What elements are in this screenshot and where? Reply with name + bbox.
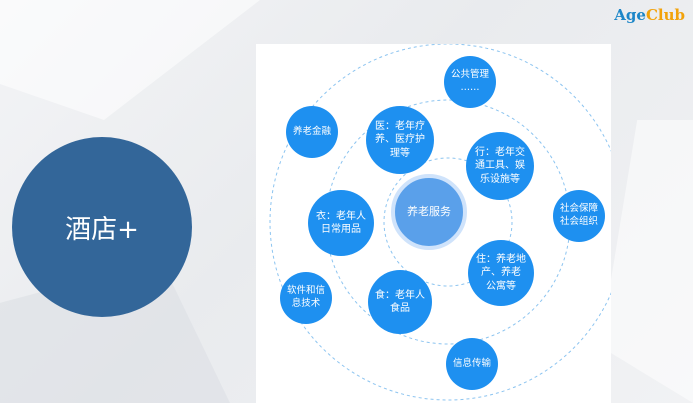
node-housing: 住：养老地 产、养老 公寓等	[468, 240, 534, 306]
inner-ring	[383, 157, 513, 287]
node-software: 软件和信 息技术	[280, 272, 332, 324]
background-shard	[0, 0, 260, 120]
node-public-management: 公共管理 ……	[444, 56, 496, 108]
hotel-plus-label: 酒店+	[65, 214, 139, 245]
elderly-service-diagram: 养老服务 医：老年疗 养、医疗护 理等 行：老年交 通工具、娱 乐设施等 衣：老…	[256, 44, 611, 403]
node-info-transmission: 信息传输	[446, 338, 498, 390]
center-node-elderly-service: 养老服务	[391, 174, 467, 250]
node-social-security: 社会保障 社会组织	[553, 190, 605, 242]
node-elderly-finance: 养老金融	[286, 106, 338, 158]
hotel-plus-circle: 酒店+	[12, 137, 192, 317]
background-shard	[600, 120, 693, 403]
outer-ring	[269, 44, 611, 401]
node-clothing: 衣：老年人 日常用品	[308, 190, 374, 256]
node-travel: 行：老年交 通工具、娱 乐设施等	[466, 132, 534, 200]
node-medical: 医：老年疗 养、医疗护 理等	[366, 106, 434, 174]
node-food: 食：老年人 食品	[368, 270, 432, 334]
ageclub-logo: AgeClub	[614, 6, 685, 24]
